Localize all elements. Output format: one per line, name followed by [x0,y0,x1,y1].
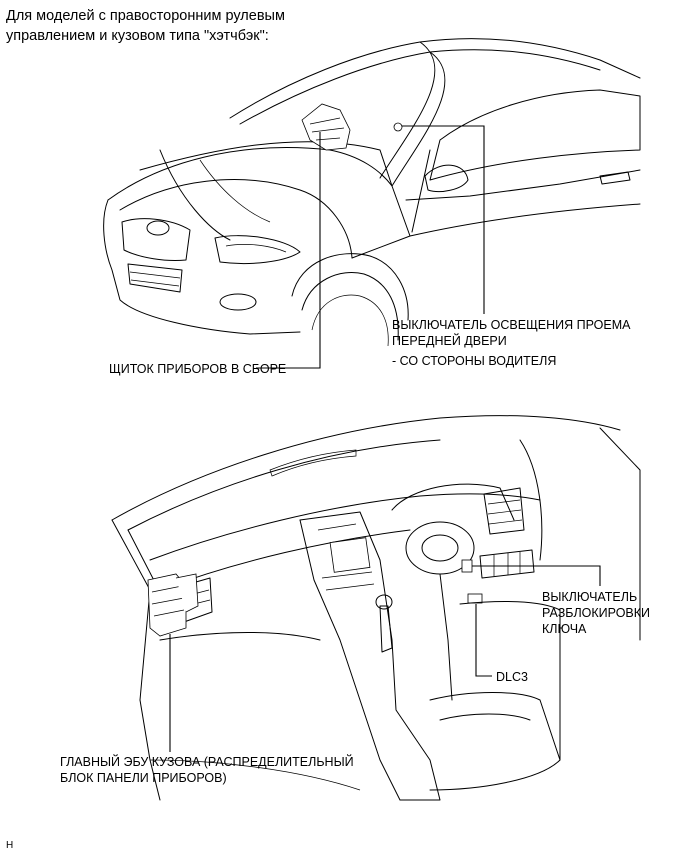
main-ecu-label-line-2: БЛОК ПАНЕЛИ ПРИБОРОВ) [60,771,227,785]
header-line-1: Для моделей с правосторонним рулевым [6,8,285,24]
leader-lines-top [256,125,485,369]
door-switch-label-line-1: ВЫКЛЮЧАТЕЛЬ ОСВЕЩЕНИЯ ПРОЕМА [392,318,631,332]
unlock-switch-label-line-2: РАЗБЛОКИРОВКИ [542,606,651,620]
dlc3-label: DLC3 [496,670,528,684]
leader-lines-bottom [169,565,601,752]
door-switch-label-line-2: ПЕРЕДНЕЙ ДВЕРИ [392,334,507,348]
footer-code: H [6,840,14,851]
car-exterior-illustration [103,38,641,347]
main-ecu-label-line-1: ГЛАВНЫЙ ЭБУ КУЗОВА (РАСПРЕДЕЛИТЕЛЬНЫЙ [60,755,354,769]
header-line-2: управлением и кузовом типа "хэтчбэк": [6,28,269,44]
dashboard-illustration [111,415,641,801]
door-switch-sub-label: - СО СТОРОНЫ ВОДИТЕЛЯ [392,354,557,368]
combination-meter-label: ЩИТОК ПРИБОРОВ В СБОРЕ [109,362,287,376]
unlock-switch-label-line-1: ВЫКЛЮЧАТЕЛЬ [542,590,638,604]
unlock-switch-label-line-3: КЛЮЧА [542,622,587,636]
